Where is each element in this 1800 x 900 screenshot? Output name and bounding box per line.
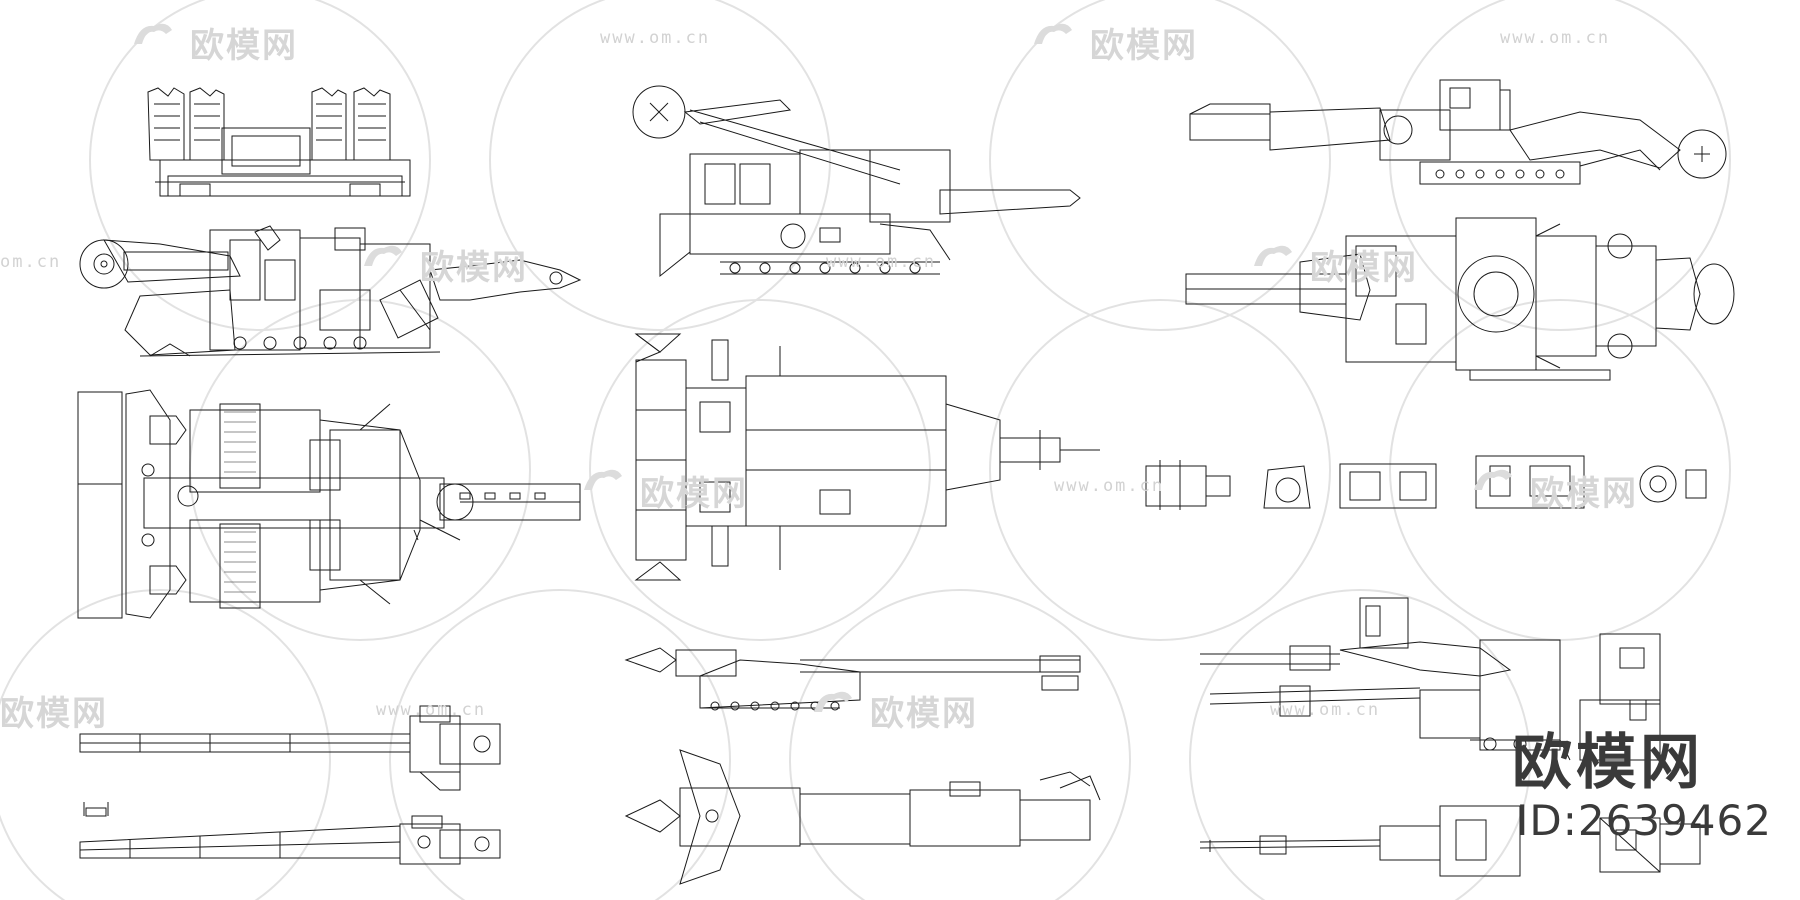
watermark-logo-icon: [364, 245, 402, 266]
watermark-url: www.om.cn: [1500, 28, 1611, 48]
watermark-text: 欧模网: [190, 26, 298, 66]
watermark-text: 欧模网: [0, 694, 108, 734]
watermark-text: 欧模网: [640, 474, 748, 514]
drill-rig-side-view: [1200, 598, 1660, 760]
loader-plan-view: [636, 334, 1100, 580]
watermark-url: om.cn: [0, 252, 62, 272]
brand-id-label: ID:2639462: [1516, 796, 1772, 845]
watermark-url: www.om.cn: [600, 28, 711, 48]
watermark-text: 欧模网: [1530, 474, 1638, 514]
component-detail-row: [1146, 456, 1706, 510]
watermark-url: www.om.cn: [1054, 476, 1165, 496]
watermark-url: www.om.cn: [826, 252, 937, 272]
front-view-cutter-heads: [148, 88, 410, 196]
roadheader-side-view-right: [1190, 80, 1726, 184]
watermark-url: www.om.cn: [376, 700, 487, 720]
loader-side-view: [633, 86, 1080, 276]
machine-plan-view-bottom: [626, 750, 1100, 884]
small-bracket-detail: [84, 802, 108, 816]
brand-title: 欧模网: [1512, 728, 1704, 798]
watermark-logo-icon: [1254, 245, 1292, 266]
watermark-logo-icon: [584, 469, 622, 490]
boom-side-view-lower: [80, 816, 500, 864]
watermark-logo-icon: [134, 23, 172, 44]
watermark-logo-icon: [814, 691, 852, 712]
watermark-text: 欧模网: [870, 694, 978, 734]
watermark-text: 欧模网: [1090, 26, 1198, 66]
watermark-url: www.om.cn: [1270, 700, 1381, 720]
plan-view-roadheader: [78, 390, 580, 618]
side-view-roadheader: [80, 226, 580, 356]
watermark-text: 欧模网: [1310, 248, 1418, 288]
tracked-machine-side-view: [626, 648, 1080, 710]
drill-rig-plan-view: [1200, 806, 1700, 876]
watermark-text: 欧模网: [420, 248, 528, 288]
roadheader-plan-view-right: [1186, 218, 1734, 380]
watermark-logo-icon: [1474, 469, 1512, 490]
watermark-logo-icon: [1034, 23, 1072, 44]
boom-side-view-upper: [80, 706, 500, 790]
